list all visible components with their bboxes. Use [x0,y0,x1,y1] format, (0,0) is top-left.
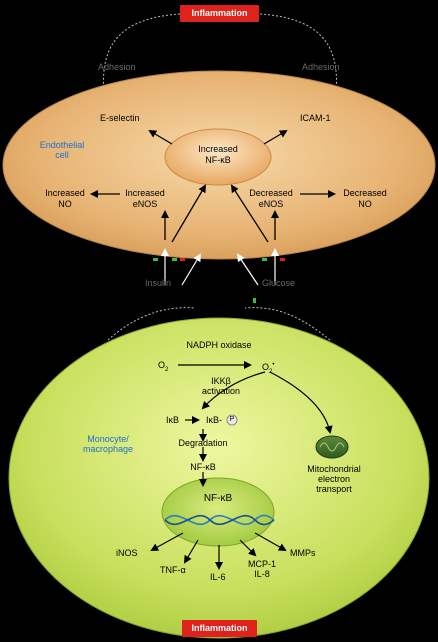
decreased-no-line2: NO [358,199,372,209]
phosphate-icon [226,414,238,426]
increased-enos-line2: eNOS [132,199,158,209]
o2-left-label: O2 [158,360,169,373]
endothelial-arrows [90,129,336,243]
green-marks [153,258,267,303]
gap-label-right: Glucose [262,278,296,288]
red-marks [180,258,285,261]
gap-label-left: Insulin [145,278,172,288]
dna-helix [164,514,275,526]
nucleus-monocyte [161,477,275,547]
phosphate-label: P [229,416,235,423]
nfkb-cytoplasm-label: NF-κB [190,462,216,472]
mitochondrion [315,435,349,459]
increased-nfkb-line2: NF-κB [205,155,231,165]
icam1-label: ICAM-1 [300,113,331,123]
increased-no-line2: NO [58,199,72,209]
e-selectin-label: E-selectin [100,113,140,123]
decreased-enos-line1: Decreased [249,188,293,198]
mcp1-line1: MCP-1 [247,559,276,569]
decreased-enos-line2: eNOS [258,199,284,209]
inflammation-badge-bottom: Inflammation [182,620,257,637]
il6-label: IL-6 [210,572,226,582]
monocyte-cell-label-line2: macrophage [82,444,134,454]
increased-no-line1: Increased [45,188,85,198]
tnf-alpha-label: TNF-α [160,565,186,575]
ikkb-line2: activation [201,386,241,396]
inos-label: iNOS [116,548,138,558]
ikb-left-label: IκB [166,415,180,425]
ikb-p-label: IκB- [206,415,223,425]
gap-arrows [161,248,279,286]
increased-nfkb-line1: Increased [198,144,238,154]
decreased-no-line1: Decreased [343,188,387,198]
ikkb-line1: IKKβ [211,376,231,386]
monocyte-cell-label-line1: Monocyte/ [87,434,129,444]
monocyte-arrows [150,361,333,570]
degradation-label: Degradation [178,438,228,448]
endothelial-cell-label: Endothelial cell [39,140,85,160]
inflammation-badge-top: Inflammation [180,5,259,22]
mitochondrial-line1: Mitochondrial [307,464,361,474]
nadph-oxidase-label: NADPH oxidase [186,340,252,350]
mmps-label: MMPs [290,548,316,558]
mcp1-line2: IL-8 [254,569,270,579]
adhesion-label-right: Adhesion [302,62,340,72]
nfkb-nucleus-label: NF-κB [203,493,233,504]
o2-radical-label: O2• [262,362,275,375]
increased-enos-line1: Increased [125,188,165,198]
mitochondrial-line2: electron [317,474,351,484]
adhesion-label-left: Adhesion [98,62,136,72]
mitochondrial-line3: transport [316,484,352,494]
nucleus-endothelial [164,128,272,186]
